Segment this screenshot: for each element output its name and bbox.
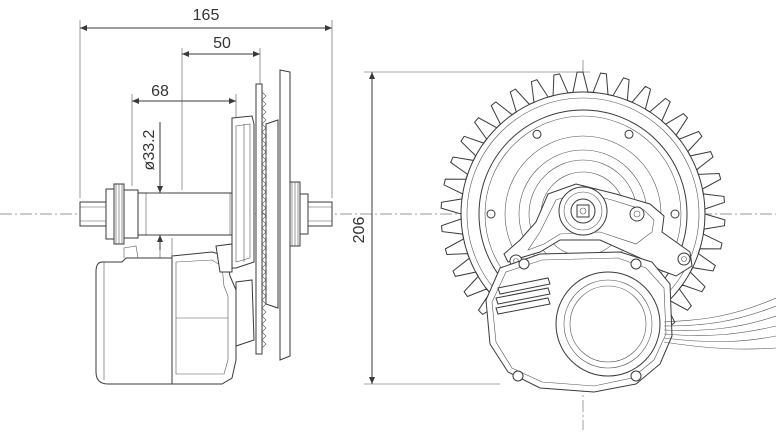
spider-bolt xyxy=(532,129,542,139)
cable-bundle xyxy=(663,297,776,350)
left-spindle xyxy=(79,183,139,245)
spider-bolt xyxy=(624,129,634,139)
chainring-edge xyxy=(255,83,279,355)
motor-body xyxy=(95,238,255,385)
bb-shell xyxy=(137,192,239,236)
spider-plate xyxy=(279,69,301,361)
spider-bolt xyxy=(670,209,680,219)
cover-vents xyxy=(495,277,551,315)
dim-shell-diameter: ø33.2 xyxy=(141,129,158,170)
dim-shell-width: 68 xyxy=(151,83,169,100)
right-spindle xyxy=(299,193,333,235)
dim-overall-width: 165 xyxy=(193,7,220,24)
side-view xyxy=(79,20,333,385)
side-dimension-lines xyxy=(79,20,333,250)
housing-flange xyxy=(231,115,255,269)
front-view xyxy=(364,71,776,393)
dim-spindle-to-chainring: 50 xyxy=(213,35,231,52)
spider-bolt xyxy=(486,209,496,219)
dim-chainring-height: 206 xyxy=(351,217,368,244)
height-dimension xyxy=(364,71,590,385)
